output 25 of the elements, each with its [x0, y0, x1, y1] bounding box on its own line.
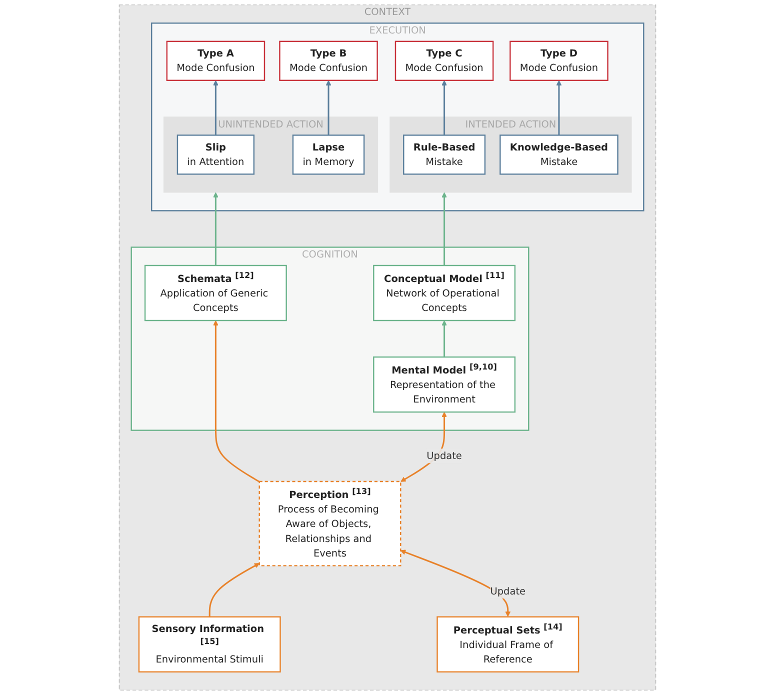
arrow	[326, 80, 332, 136]
node-box: Type A Mode Confusion	[166, 40, 266, 81]
arrow	[213, 192, 218, 266]
edge-label: Update	[426, 450, 462, 462]
node-box: Perception $^{[13]}$ Process of Becoming Aware of Objects, Relationships and Events	[258, 480, 402, 566]
arrow	[213, 320, 260, 482]
node-box: Knowledge-Based Mistake	[500, 134, 618, 175]
node-box: Perceptual Sets $^{[14]}$ Individual Frame of Reference	[436, 616, 580, 672]
node-box: Type B Mode Confusion	[279, 40, 378, 81]
arrow	[442, 320, 447, 358]
node-box: Schemata $^{[12]}$ Application of Generic Concepts	[144, 264, 287, 322]
arrow	[213, 80, 218, 136]
arrow	[208, 563, 260, 617]
arrow	[556, 80, 562, 136]
edge-label: Update	[490, 585, 526, 597]
node-box: Lapse in Memory	[292, 134, 365, 175]
node-box: Conceptual Model $^{[11]}$ Network of Operational Concepts	[373, 264, 516, 322]
node-box: Mental Model $^{[9,10]}$ Representation of the Environment	[373, 356, 516, 413]
arrow	[442, 80, 447, 136]
arrow	[400, 550, 511, 617]
node-box: Rule-Based Mistake	[403, 134, 486, 175]
arrow	[442, 192, 447, 266]
node-box: Type D Mode Confusion	[510, 40, 608, 81]
node-box: Slip in Attention	[176, 134, 255, 175]
node-box: Type C Mode Confusion	[394, 40, 494, 81]
